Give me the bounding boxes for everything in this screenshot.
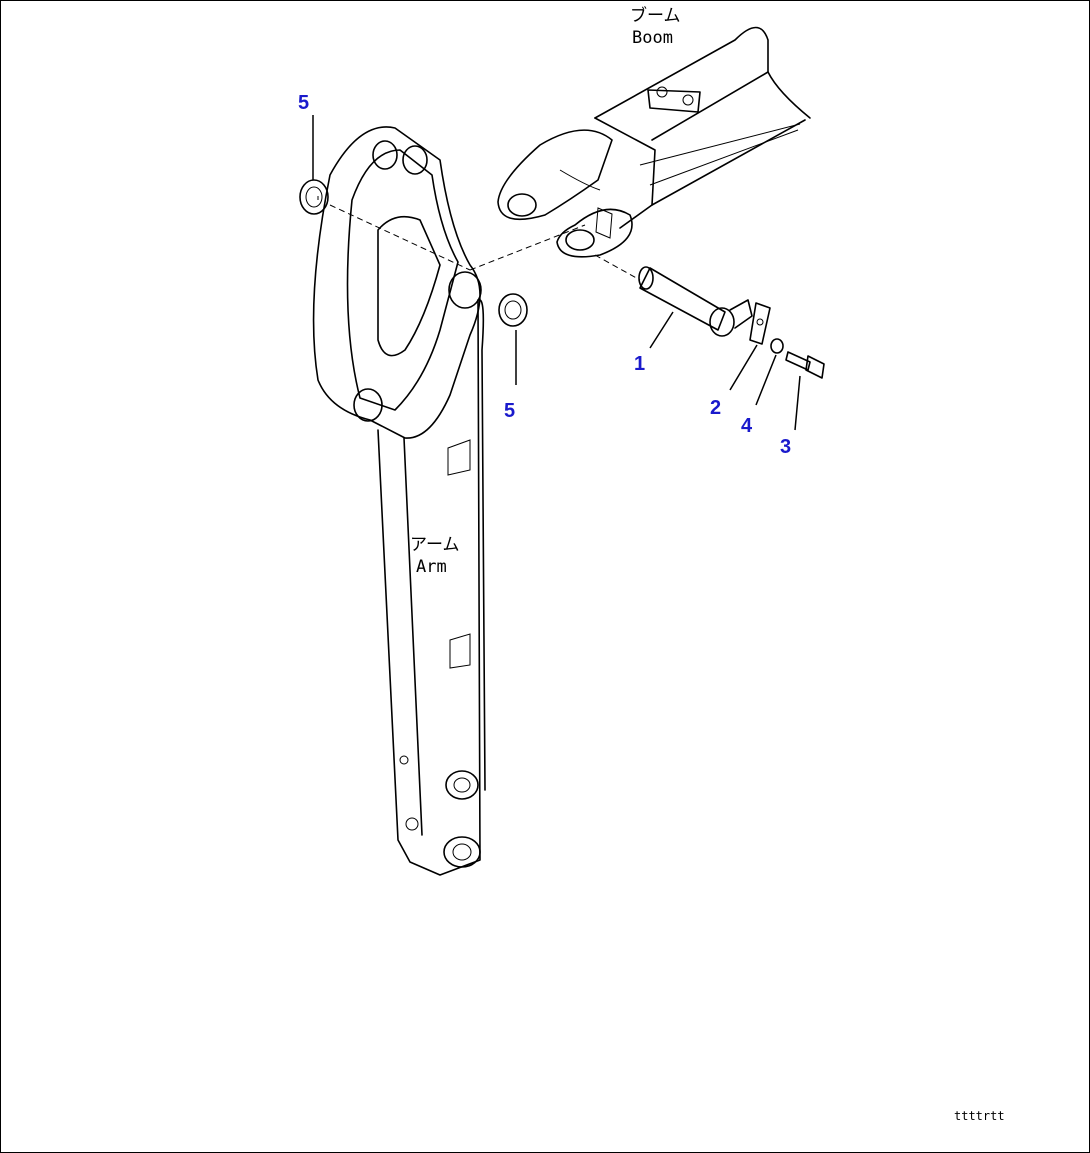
drawing-code: ttttrtt	[954, 1109, 1005, 1123]
bolt-part	[785, 351, 825, 379]
plate-part	[749, 302, 771, 345]
callout-1: 1	[634, 353, 645, 375]
boom-part	[497, 26, 811, 258]
callout-3: 3	[780, 436, 791, 458]
washer-lower	[498, 293, 528, 327]
leader-2	[729, 344, 758, 391]
boom-label-jp: ブーム	[630, 5, 681, 26]
callout-5-upper: 5	[298, 92, 309, 114]
arm-part	[312, 126, 486, 876]
pin-part	[638, 266, 753, 337]
centerline-pin	[594, 254, 641, 281]
callout-5-lower: 5	[504, 400, 515, 422]
callout-2: 2	[710, 397, 721, 419]
leader-4	[755, 354, 777, 406]
arm-label-jp: アーム	[410, 535, 459, 555]
boom-label-en: Boom	[632, 28, 673, 48]
lock-washer-part	[770, 338, 784, 354]
centerline-pin-axis	[469, 224, 586, 271]
arm-label-en: Arm	[416, 557, 447, 577]
leader-1	[649, 311, 674, 349]
callout-4: 4	[741, 415, 753, 437]
leader-3	[794, 375, 801, 431]
centerline-upper	[329, 204, 471, 271]
washer-upper	[299, 179, 329, 215]
